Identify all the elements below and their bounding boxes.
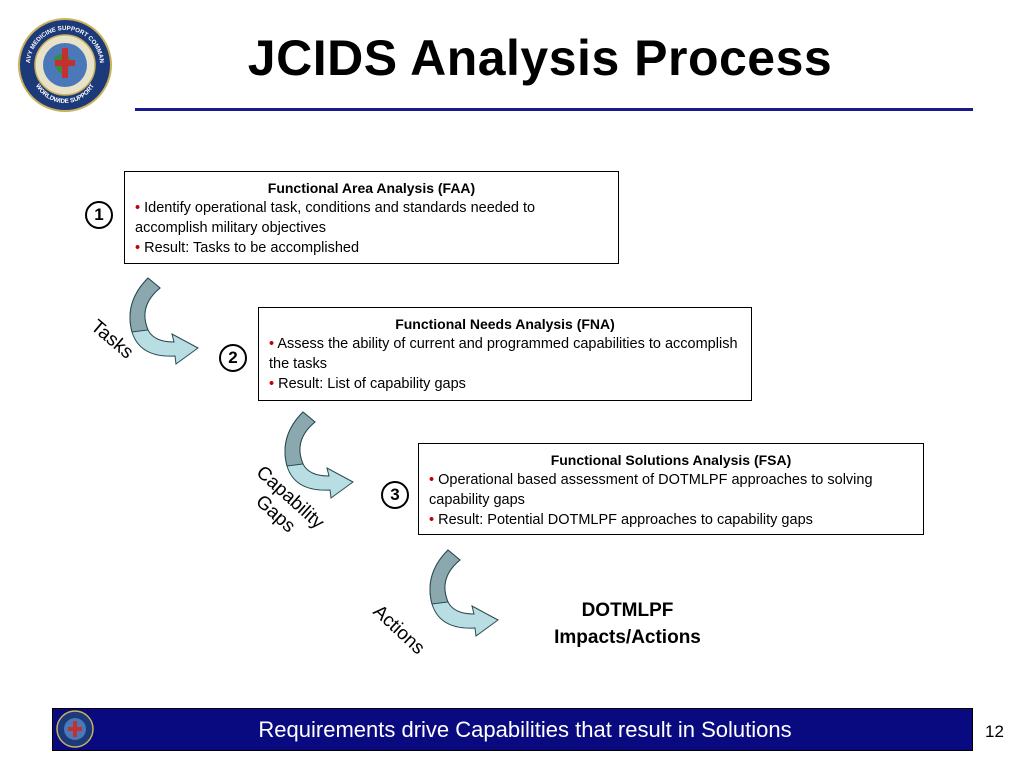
curved-arrow-icon (429, 549, 499, 637)
footer-text: Requirements drive Capabilities that res… (258, 717, 792, 742)
curved-arrow-icon (129, 277, 199, 365)
navy-medicine-logo: NAVY MEDICINE SUPPORT COMMAND WORLDWIDE … (18, 18, 112, 112)
faa-bullet-1: • Identify operational task, conditions … (135, 200, 536, 236)
slide-title: JCIDS Analysis Process (247, 30, 833, 86)
step-1-number: 1 (85, 201, 113, 229)
fna-heading: Functional Needs Analysis (FNA) (395, 316, 615, 332)
faa-box: Functional Area Analysis (FAA) • Identif… (124, 171, 619, 264)
fna-bullet-2: • Result: List of capability gaps (269, 376, 466, 392)
faa-bullet-2: • Result: Tasks to be accomplished (135, 240, 360, 256)
footer-banner (52, 708, 973, 751)
fna-bullet-1: • Assess the ability of current and prog… (269, 336, 738, 372)
outcome-text: DOTMLPF Impacts/Actions (554, 600, 701, 648)
fsa-bullet-1: • Operational based assessment of DOTMLP… (429, 472, 873, 508)
fsa-bullet-2: • Result: Potential DOTMLPF approaches t… (429, 512, 813, 528)
title-divider (135, 108, 973, 111)
fna-box: Functional Needs Analysis (FNA) • Assess… (258, 307, 752, 401)
footer-logo-icon (56, 710, 94, 748)
step-3-number: 3 (381, 481, 409, 509)
fsa-heading: Functional Solutions Analysis (FSA) (550, 452, 792, 468)
faa-heading: Functional Area Analysis (FAA) (267, 180, 476, 196)
page-number: 12 (985, 722, 1004, 741)
fsa-box: Functional Solutions Analysis (FSA) • Op… (418, 443, 924, 535)
curved-arrow-icon (284, 411, 354, 499)
step-2-number: 2 (219, 344, 247, 372)
